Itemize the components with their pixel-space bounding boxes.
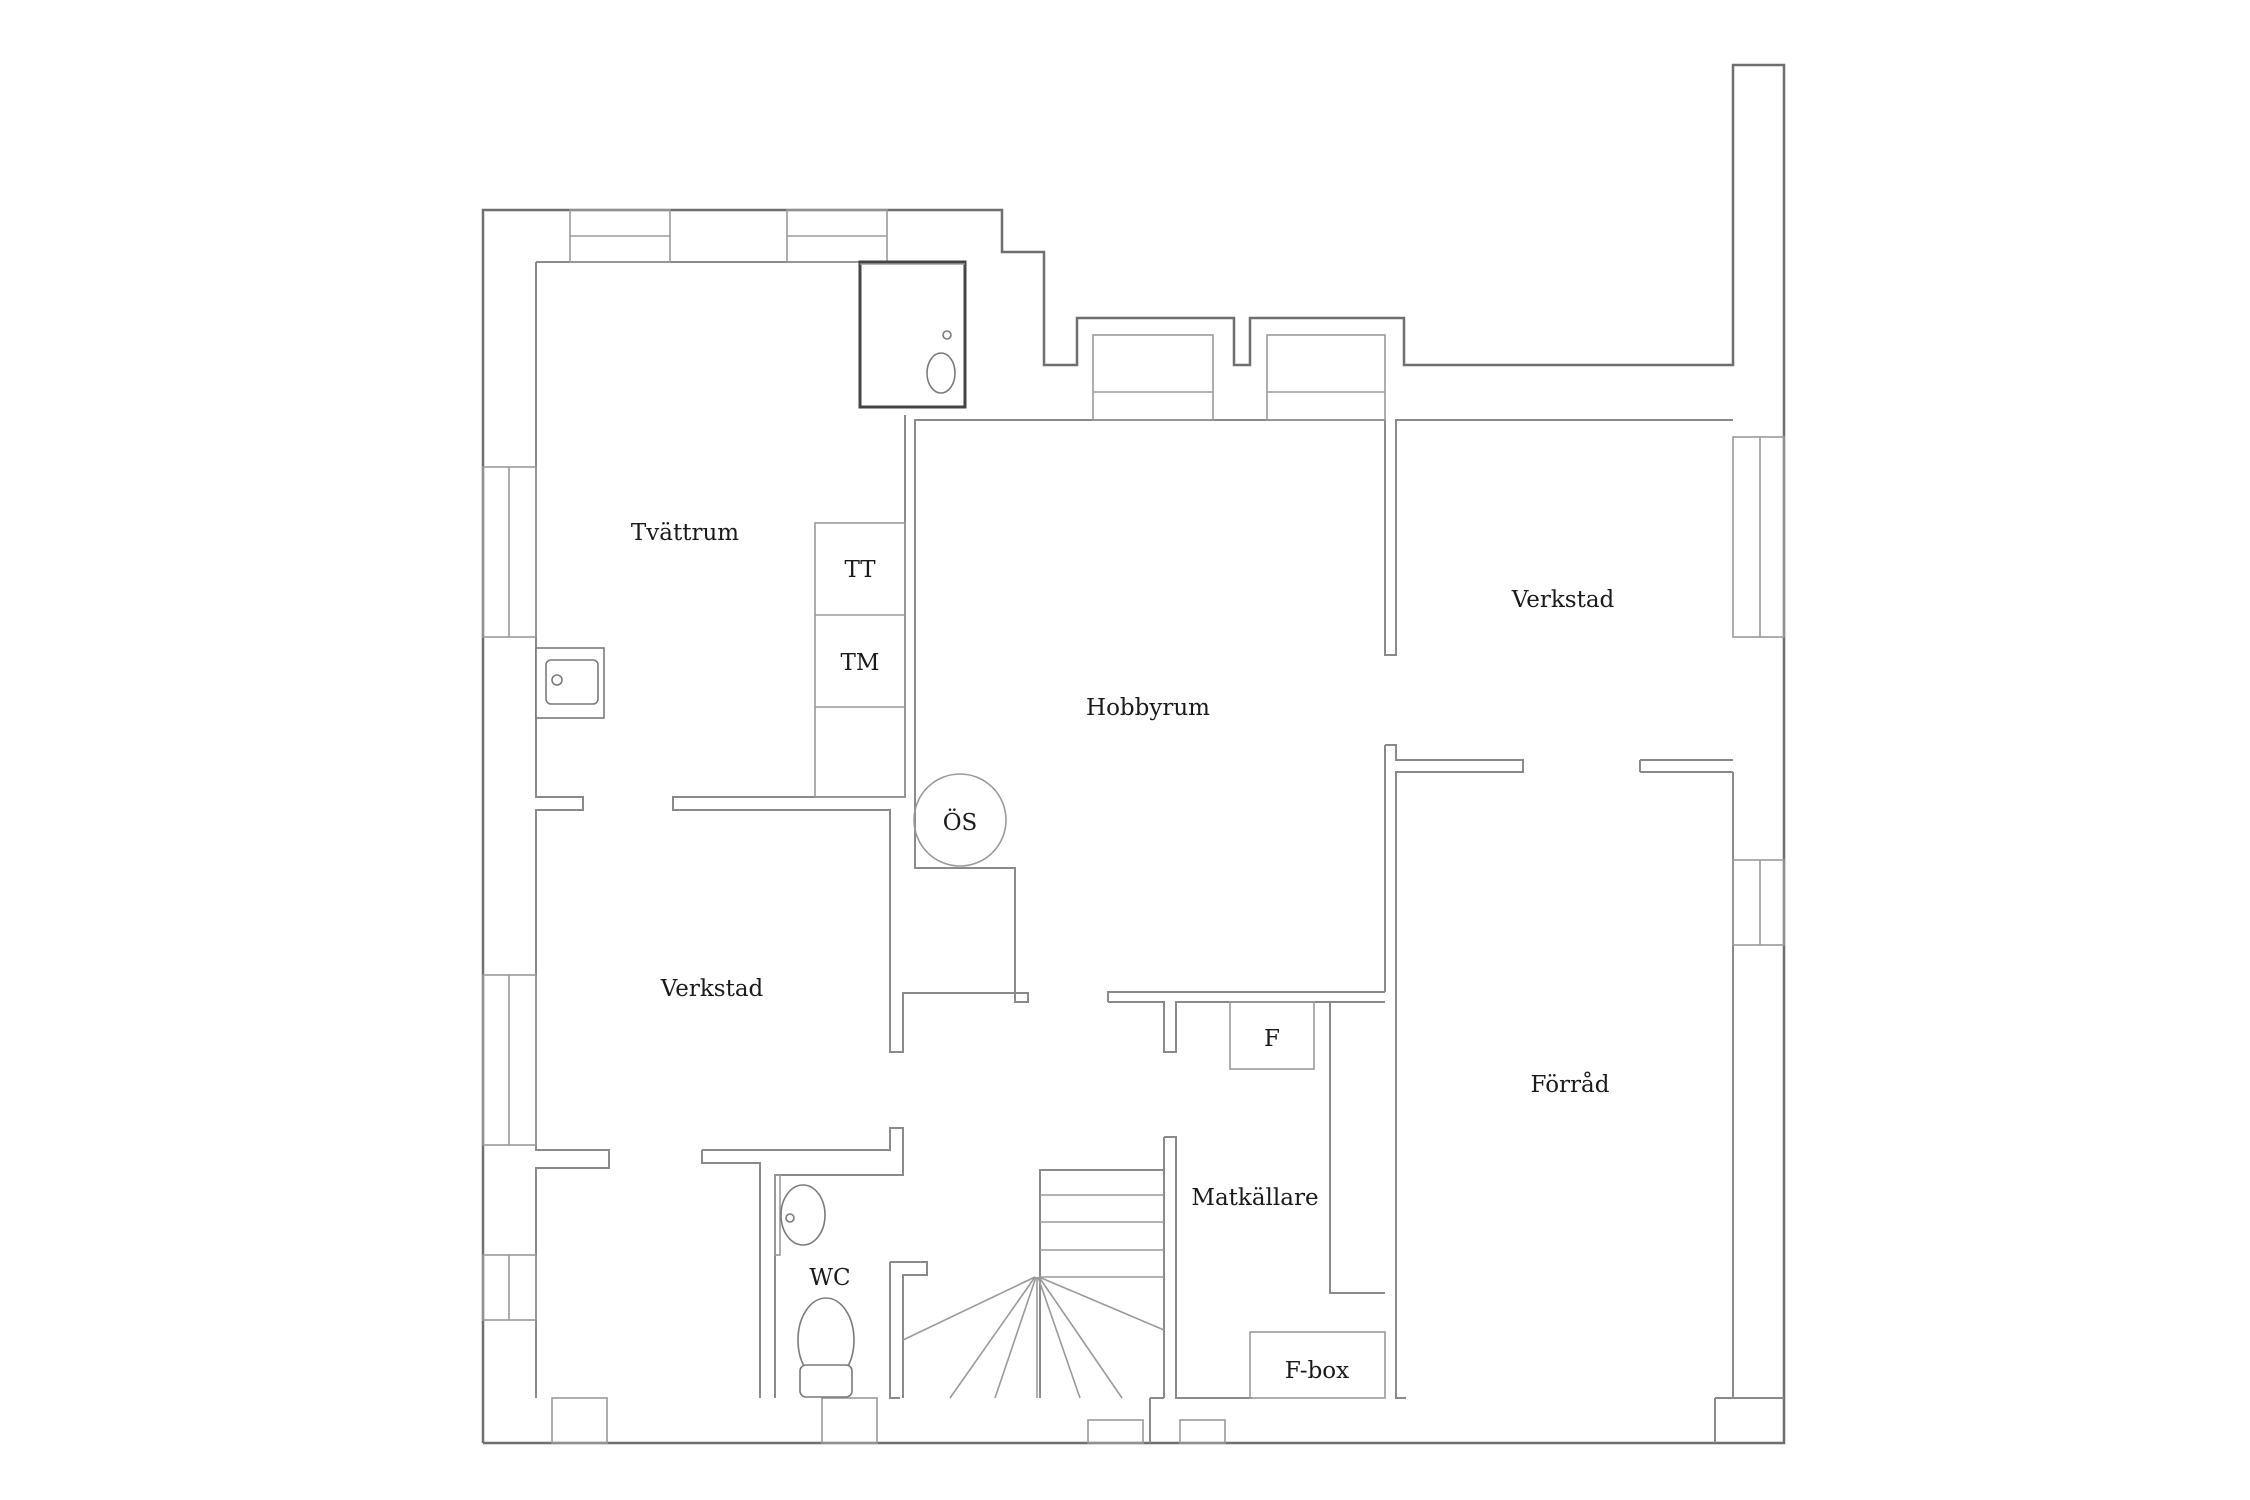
staircase — [902, 1169, 1165, 1399]
heater-circle — [913, 773, 1007, 867]
room-label-verkstad-right: Verkstad — [1511, 587, 1615, 613]
outer-wall — [481, 63, 1786, 1445]
room-label-tvattrum: Tvättrum — [631, 520, 739, 546]
room-label-hobbyrum: Hobbyrum — [1086, 695, 1210, 721]
f-box-unit — [1229, 1001, 1386, 1399]
wc-sink — [774, 1174, 826, 1256]
shower-cabin — [858, 260, 967, 409]
label-tt: TT — [844, 557, 876, 583]
room-label-forrad: Förråd — [1531, 1071, 1610, 1098]
windows — [482, 209, 1785, 1444]
wc-toilet — [797, 1297, 855, 1398]
label-tm: TM — [841, 650, 880, 676]
room-label-verkstad-left: Verkstad — [660, 976, 764, 1002]
appliance-column — [814, 522, 906, 798]
interior-walls — [535, 261, 1784, 1443]
room-label-matkallare: Matkällare — [1191, 1185, 1318, 1211]
label-f: F — [1264, 1026, 1280, 1052]
room-label-wc: WC — [809, 1265, 850, 1291]
label-fbox: F-box — [1285, 1358, 1349, 1384]
label-os: ÖS — [943, 809, 978, 836]
tvattrum-sink — [535, 647, 605, 719]
